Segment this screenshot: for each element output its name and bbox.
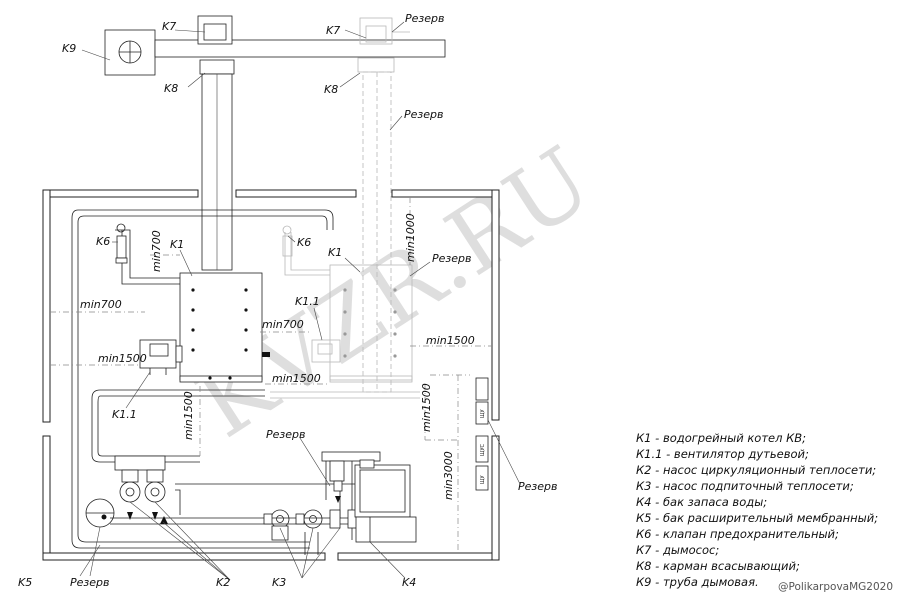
- dimension-lines: [50, 197, 492, 553]
- panel-label-top: ЩУ: [480, 409, 486, 418]
- label-k6-right: K6: [297, 236, 311, 249]
- dim-min1500-vertical: min1500: [182, 391, 195, 440]
- reserve-pump: [321, 451, 381, 503]
- legend-item: К1.1 - вентилятор дутьевой;: [636, 447, 809, 461]
- label-k5: K5: [18, 576, 32, 589]
- dim-min1500-panel: min1500: [420, 383, 433, 432]
- legend-item: К5 - бак расширительный мембранный;: [636, 511, 878, 525]
- boiler-k1-right: [329, 264, 413, 383]
- label-k9: K9: [62, 42, 76, 55]
- legend-item: К6 - клапан предохранительный;: [636, 527, 839, 541]
- electrical-panels: ЩУ ЩУС ЩУ: [475, 377, 489, 491]
- copyright: @PolikarpovaMG2020: [778, 581, 893, 593]
- panel-label-mid: ЩУС: [480, 443, 486, 456]
- label-k1-1-right: K1.1: [295, 295, 320, 308]
- label-reserve-chimney: Резерв: [404, 108, 443, 121]
- safety-valve-k6-right: [282, 225, 293, 257]
- legend-item: К3 - насос подпиточный теплосети;: [636, 479, 854, 493]
- panel-label-bot: ЩУ: [480, 475, 486, 484]
- label-k3: K3: [272, 576, 286, 589]
- label-k4: K4: [402, 576, 416, 589]
- label-k7-left: K7: [162, 20, 176, 33]
- legend-item: К7 - дымосос;: [636, 543, 719, 557]
- label-k2: K2: [216, 576, 230, 589]
- expansion-tank-k5: [85, 498, 115, 528]
- legend-item: К9 - труба дымовая.: [636, 575, 759, 589]
- dim-min700-boiler: min700: [150, 230, 163, 272]
- dim-min3000: min3000: [442, 451, 455, 500]
- legend-item: К8 - карман всасывающий;: [636, 559, 800, 573]
- makeup-pumps-k3: [263, 509, 359, 541]
- label-reserve-top: Резерв: [405, 12, 444, 25]
- safety-valve-k6-left: [115, 223, 128, 264]
- label-reserve-bottom: Резерв: [70, 576, 109, 589]
- fan-k1-1-right: [311, 339, 341, 363]
- legend: К1 - водогрейный котел КВ; К1.1 - вентил…: [636, 431, 878, 589]
- legend-item: К1 - водогрейный котел КВ;: [636, 431, 806, 445]
- dim-min1000: min1000: [404, 213, 417, 262]
- label-k7-right: K7: [326, 24, 340, 37]
- water-tank-k4: [354, 459, 417, 543]
- legend-item: К4 - бак запаса воды;: [636, 495, 767, 509]
- leader-lines: [79, 21, 521, 581]
- label-k1-right: K1: [328, 246, 342, 259]
- label-reserve-wall: Резерв: [518, 480, 557, 493]
- label-k8-right: K8: [324, 83, 338, 96]
- fan-k1-1-left: [139, 339, 183, 375]
- label-reserve-boiler: Резерв: [432, 252, 471, 265]
- legend-item: К2 - насос циркуляционный теплосети;: [636, 463, 876, 477]
- label-reserve-pump: Резерв: [266, 428, 305, 441]
- dim-min700-wall: min700: [80, 298, 122, 311]
- dim-min1500-right: min1500: [426, 334, 475, 347]
- dim-min700-between: min700: [262, 318, 304, 331]
- room-walls: [42, 189, 500, 561]
- label-k1-1-left: K1.1: [112, 408, 137, 421]
- label-k1-left: K1: [170, 238, 184, 251]
- label-k8-left: K8: [164, 82, 178, 95]
- dim-min1500-wall: min1500: [98, 352, 147, 365]
- label-k6-left: K6: [96, 235, 110, 248]
- dim-min1500-front: min1500: [272, 372, 321, 385]
- boiler-k1-left: [179, 272, 270, 383]
- pumps-k2: [114, 455, 168, 524]
